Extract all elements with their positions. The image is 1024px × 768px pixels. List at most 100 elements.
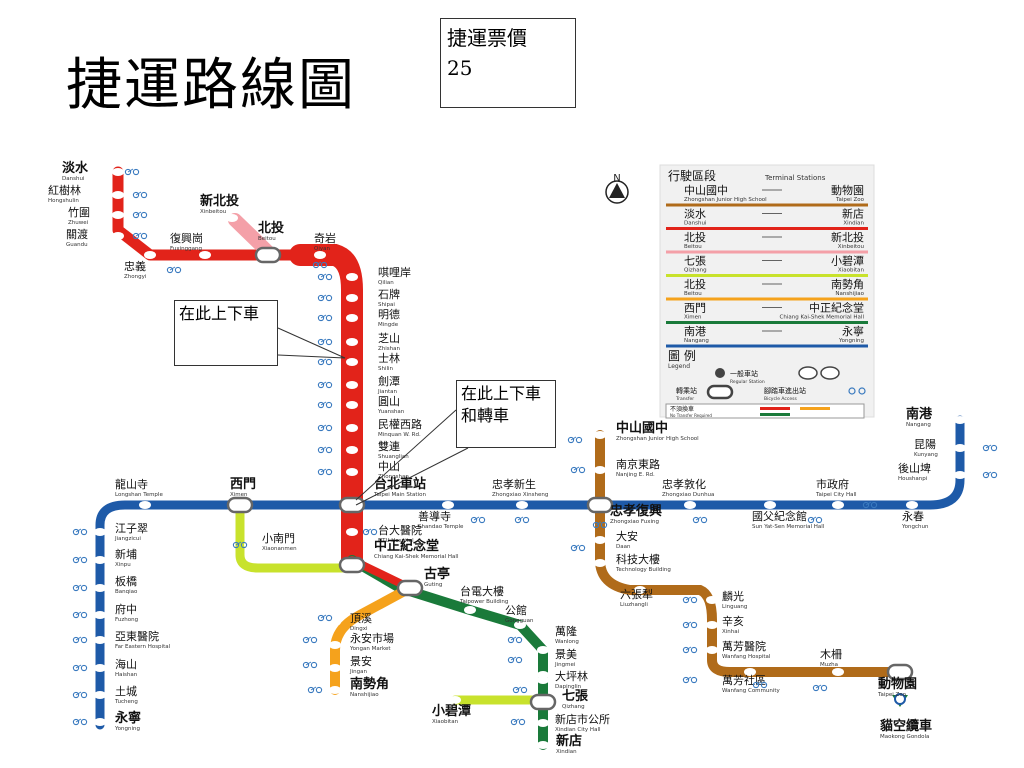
station-xinsheng [516,501,528,509]
station-label-en-daan: Daan [616,544,631,550]
bicycle-icon [312,261,328,269]
station-haishan [94,664,106,672]
legend-no-transfer-swatch-orange [800,407,830,410]
legend-no-transfer-swatch-red [760,407,790,410]
station-shipai [346,294,358,302]
bicycle-icon [72,691,88,699]
station-label-en-houshanpi: Houshanpi [898,476,928,482]
station-zsjhs [594,431,606,439]
bicycle-icon [317,381,333,389]
bicycle-icon [72,584,88,592]
fare-label: 捷運票價 [447,26,527,50]
station-yongan [329,641,341,649]
station-label-en-danshui: Danshui [62,176,85,182]
callout-board-here: 在此上下車 [174,300,278,366]
station-label-jingan: 景安 [350,654,372,668]
transfer-station-taipeimain [338,496,366,514]
bicycle-icon [317,401,333,409]
station-wanlong [537,646,549,654]
bicycle-icon [72,664,88,672]
station-label-en-shandao: Shandao Temple [418,524,464,530]
station-label-en-gongguan: Gongguan [505,618,534,624]
station-xinbeitou [226,214,238,222]
station-fareastern [94,636,106,644]
station-label-ntuh: 台大醫院 [378,523,422,537]
bicycle-icon [307,686,323,694]
legend-regular-dot-icon [715,368,725,378]
station-label-taipower: 台電大樓 [460,584,504,598]
station-label-en-wanfanghosp: Wanfang Hospital [722,654,771,660]
station-label-en-xinsheng: Zhongxiao Xinsheng [492,492,548,498]
bicycle-icon [317,294,333,302]
station-label-beitou: 北投 [258,220,284,236]
bicycle-icon [132,211,148,219]
station-label-fuxinggang: 復興崗 [170,232,203,245]
station-label-longshan: 龍山寺 [115,477,148,491]
fare-value: 25 [447,56,473,80]
station-label-en-nanjing: Nanjing E. Rd. [616,472,655,478]
station-label-dunhua: 忠孝敦化 [662,477,706,491]
bicycle-icon [682,596,698,604]
station-nangang [954,416,966,424]
bicycle-icon [72,718,88,726]
station-label-zhongshan: 中山 [378,460,400,473]
station-minquan [346,424,358,432]
station-label-zoo: 動物園 [878,676,917,692]
station-label-shandao: 善導寺 [418,509,451,523]
station-label-en-maokong: Maokong Gondola [880,734,929,740]
station-label-en-taipeimain: Taipei Main Station [373,492,426,498]
legend-from-4: 北投 [684,277,706,291]
north-label: N [613,173,620,184]
station-guandu [112,232,124,240]
line-lime-1 [235,500,357,573]
station-mingde [346,314,358,322]
station-gongguan [514,621,526,629]
legend-to-en-5: Chiang Kai-Shek Memorial Hall [780,315,865,321]
bicycle-icon [514,516,530,524]
station-label-techbldg: 科技大樓 [616,552,660,566]
station-label-en-nanshijiao: Nanshijiao [350,692,379,698]
legend-no-transfer-en: No Transfer Required [670,413,712,418]
station-label-en-taipower: Taipower Building [459,599,508,605]
legend-symbols-title: 圖 例 [668,349,696,363]
bicycle-icon [317,424,333,432]
station-label-nanjing: 南京東路 [616,457,660,471]
station-label-xinpu: 新埔 [115,547,137,561]
bicycle-icon [982,471,998,479]
station-ntuh [346,528,358,536]
legend-from-1: 淡水 [684,208,706,221]
station-label-en-dunhua: Zhongxiao Dunhua [662,492,714,498]
bicycle-icon [317,273,333,281]
station-label-qiyan: 奇岩 [314,231,336,245]
station-muzha [832,668,844,676]
callout-transfer-here: 在此上下車和轉車 [456,380,556,448]
station-label-haishan: 海山 [115,657,137,671]
legend-no-transfer: 不須換車 [670,405,694,413]
station-xiaonanmen [244,541,256,549]
station-dunhua [684,501,696,509]
bicycle-icon [470,516,486,524]
station-label-taipeimain: 台北車站 [374,476,426,492]
station-label-en-wanfangcomm: Wanfang Community [722,688,781,694]
station-label-liuzhangli: 六張犁 [620,587,653,601]
station-label-en-wanlong: Wanlong [555,639,579,645]
station-label-en-qiyan: Qiyan [314,246,330,252]
legend-from-6: 南港 [684,325,706,338]
line-blue [95,415,965,730]
station-label-en-fuzhong: Fuzhong [115,617,138,623]
station-label-en-zsjhs: Zhongshan Junior High School [616,436,699,442]
station-label-shipai: 石牌 [378,287,400,301]
station-taipower [464,606,476,614]
legend-title: 行駛區段 [668,168,716,183]
station-label-en-xinpu: Xinpu [115,562,131,568]
legend-from-3: 七張 [684,255,706,268]
station-label-dingxi: 頂溪 [350,612,372,625]
north-arrow-head [609,183,625,198]
legend-from-0: 中山國中 [684,184,728,197]
bicycle-icon [812,684,828,692]
bicycle-icon [302,636,318,644]
legend-to-1: 新店 [842,207,864,221]
legend-bike: 腳踏車進出站 [764,386,806,395]
transfer-station-cksmh [338,556,366,574]
gondola-station-maokong [894,693,906,705]
